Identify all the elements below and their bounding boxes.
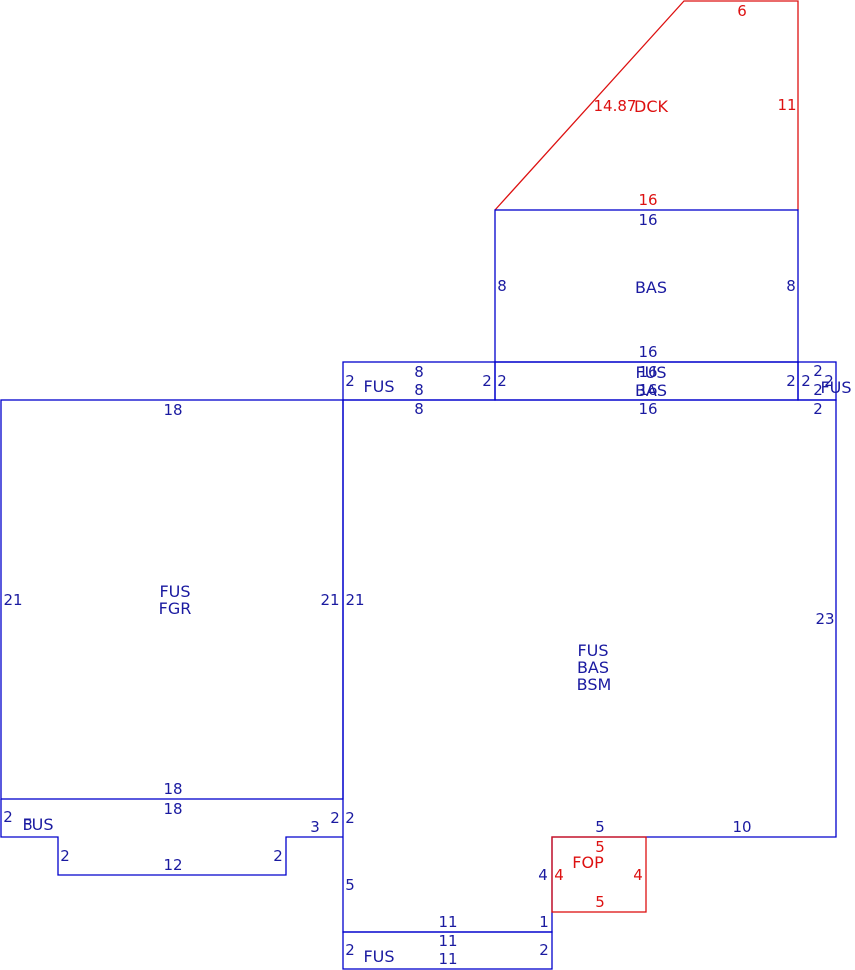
fus-bottom-left-dim: 2 <box>345 941 355 959</box>
main-left-lower-dim: 2 <box>345 809 355 827</box>
garage-sub-overlap-dim: 3 <box>23 816 33 834</box>
fus-bas-strip-top-dim: 16 <box>638 363 657 381</box>
fus-bas-strip-left-dim: 2 <box>497 372 507 390</box>
porch-outline <box>551 836 647 913</box>
fus-strip-right-left-dim: 2 <box>801 372 811 390</box>
garage-sub-right-dim: 3 <box>310 818 320 836</box>
main-left-lower2-dim: 5 <box>345 876 355 894</box>
fus-bas-strip-label-fus: FUS <box>635 363 666 382</box>
fus-strip-right-top-dim: 2 <box>813 362 823 380</box>
main-top-right-dim: 16 <box>638 400 657 418</box>
fus-bottom-area: 2 11 11 2 FUS <box>342 931 553 970</box>
porch-right-dim: 4 <box>633 866 643 884</box>
fus-strip-left-label: FUS <box>363 377 394 396</box>
fus-bas-strip-area: 2 2 16 16 FUS BAS <box>494 361 799 401</box>
deck-label: DCK <box>634 97 668 116</box>
fus-strip-right-area: 2 2 2 2 FUS <box>797 361 852 401</box>
fus-strip-right-right-dim: 2 <box>824 372 834 390</box>
fus-strip-left-area: 2 8 8 2 FUS <box>342 361 496 401</box>
deck-right-dim: 11 <box>777 96 796 114</box>
bas-upper-left-dim: 8 <box>497 277 507 295</box>
bas-upper-area: 16 8 8 BAS 16 <box>494 209 799 363</box>
fus-strip-left-top-dim: 8 <box>414 363 424 381</box>
porch-bottom-dim: 5 <box>595 893 605 911</box>
main-label-bsm: BSM <box>577 675 612 694</box>
main-top-dim: 8 <box>414 400 424 418</box>
deck-bottom-dim: 16 <box>638 191 657 209</box>
garage-left-dim: 21 <box>3 591 22 609</box>
fus-strip-left-left-dim: 2 <box>345 372 355 390</box>
garage-top-dim: 18 <box>163 401 182 419</box>
fus-strip-left-bottom-dim: 8 <box>414 381 424 399</box>
fus-bottom-label: FUS <box>363 947 394 966</box>
fus-bas-strip-bottom-dim: 16 <box>638 381 657 399</box>
deck-top-dim: 6 <box>737 2 747 20</box>
garage-sub-outline <box>0 799 343 876</box>
garage-sub-left2-dim: 2 <box>60 847 70 865</box>
porch-left-dim: 4 <box>554 866 564 884</box>
fus-strip-right-label: FUS <box>820 378 851 397</box>
garage-label-fus: FUS <box>159 582 190 601</box>
deck-diagonal-dim: 14.87 <box>594 97 637 115</box>
garage-sub-left-dim: 2 <box>3 808 13 826</box>
fus-strip-left-right-dim: 2 <box>482 372 492 390</box>
garage-label-fgr: FGR <box>159 599 192 618</box>
bas-upper-right-dim: 8 <box>786 277 796 295</box>
garage-sub-top-dim: 18 <box>163 800 182 818</box>
main-bottom-dim: 11 <box>438 913 457 931</box>
fus-bas-strip-label-bas: BAS <box>635 381 667 400</box>
bas-upper-label: BAS <box>635 278 667 297</box>
bas-upper-bottom-dim: 16 <box>638 343 657 361</box>
garage-sub-right2-dim: 2 <box>273 847 283 865</box>
fus-bottom-bottom-dim: 11 <box>438 950 457 968</box>
garage-bottom-dim: 18 <box>163 780 182 798</box>
main-label-bas: BAS <box>577 658 609 677</box>
garage-sub-label: FUS <box>22 815 53 834</box>
main-right-dim: 23 <box>815 610 834 628</box>
porch-top-dim: 5 <box>595 838 605 856</box>
fus-bottom-top-dim: 11 <box>438 932 457 950</box>
main-step-dim: 1 <box>539 913 549 931</box>
main-house-area: 8 16 2 21 23 FUS BAS BSM 2 5 5 10 4 1 11 <box>342 399 837 933</box>
main-notch-top-dim: 5 <box>595 818 605 836</box>
porch-label: FOP <box>572 853 604 872</box>
deck-area: 6 11 14.87 DCK 16 <box>494 0 799 211</box>
deck-outline <box>494 0 799 211</box>
main-notch-left-dim: 4 <box>538 866 548 884</box>
garage-sub-area: 18 2 3 FUS 2 12 2 3 2 <box>0 799 343 876</box>
garage-right-dim: 21 <box>320 591 339 609</box>
main-label-fus: FUS <box>577 641 608 660</box>
garage-area: 18 21 21 FUS FGR 18 <box>0 399 344 800</box>
fus-bottom-right-dim: 2 <box>539 941 549 959</box>
garage-sub-bottom-dim: 12 <box>163 856 182 874</box>
main-top-far-right-dim: 2 <box>813 400 823 418</box>
fus-bas-strip-right-dim: 2 <box>786 372 796 390</box>
fus-strip-right-bottom-dim: 2 <box>813 381 823 399</box>
garage-sub-right-edge-dim: 2 <box>330 809 340 827</box>
porch-area: 5 4 4 FOP 5 <box>551 836 647 913</box>
fus-bottom-outline <box>342 931 553 970</box>
main-left-dim: 21 <box>345 591 364 609</box>
main-bottom-right-dim: 10 <box>732 818 751 836</box>
bas-upper-top-dim: 16 <box>638 211 657 229</box>
